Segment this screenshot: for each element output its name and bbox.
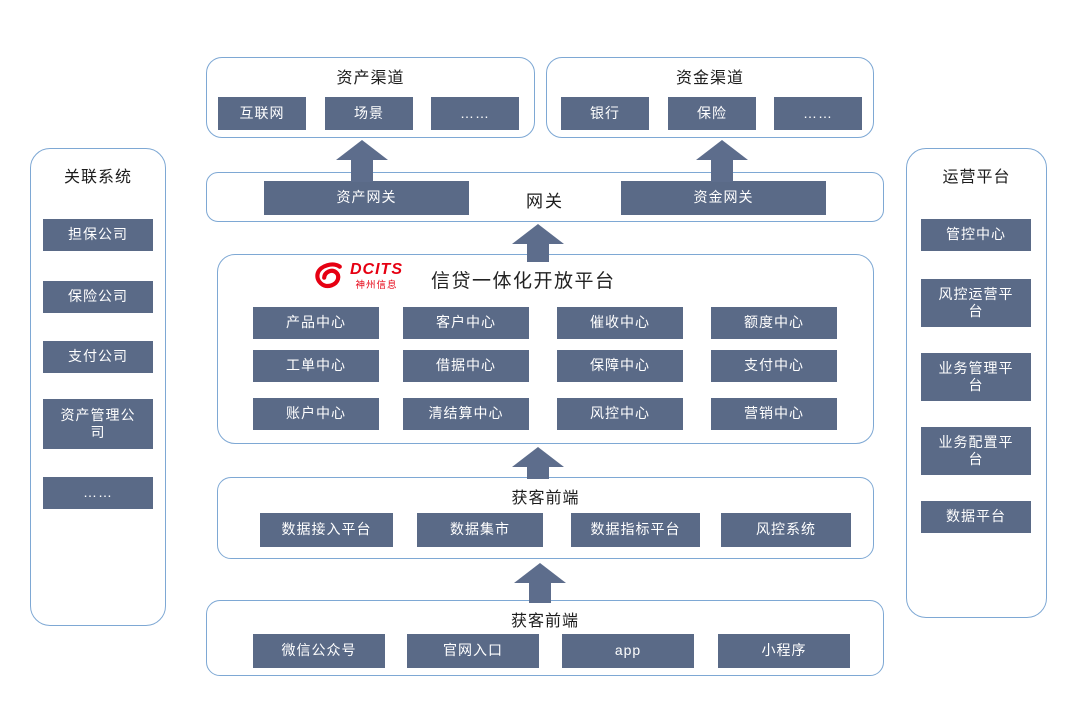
related-system-item: 资产管理公 司 bbox=[43, 399, 153, 449]
related-system-item: 保险公司 bbox=[43, 281, 153, 313]
front-layer-item: 微信公众号 bbox=[253, 634, 385, 668]
up-arrow-icon bbox=[514, 563, 566, 603]
center-box: 支付中心 bbox=[711, 350, 837, 382]
up-arrow-icon bbox=[336, 140, 388, 182]
front-layer-title: 获客前端 bbox=[510, 613, 579, 630]
data-layer-item: 数据接入平台 bbox=[260, 513, 393, 547]
fund-channel-item: 保险 bbox=[668, 97, 756, 130]
operation-platform-item: 业务配置平 台 bbox=[921, 427, 1031, 475]
fund-gateway-box: 资金网关 bbox=[621, 181, 826, 215]
asset-channel-item: 互联网 bbox=[218, 97, 306, 130]
platform-title: 信贷一体化开放平台 bbox=[431, 271, 616, 292]
center-box: 保障中心 bbox=[557, 350, 683, 382]
data-layer-item: 数据指标平台 bbox=[571, 513, 700, 547]
center-box: 工单中心 bbox=[253, 350, 379, 382]
center-box: 产品中心 bbox=[253, 307, 379, 339]
related-system-item: …… bbox=[43, 477, 153, 509]
gateway-label: 网关 bbox=[526, 192, 564, 211]
related-system-item: 担保公司 bbox=[43, 219, 153, 251]
dcits-logo: DCITS 神州信息 bbox=[314, 262, 403, 295]
front-layer-item: 小程序 bbox=[718, 634, 850, 668]
center-box: 客户中心 bbox=[403, 307, 529, 339]
operation-platform-item: 数据平台 bbox=[921, 501, 1031, 533]
center-box: 额度中心 bbox=[711, 307, 837, 339]
data-layer-item: 风控系统 bbox=[721, 513, 851, 547]
front-layer-panel: 获客前端 微信公众号 官网入口 app 小程序 bbox=[206, 600, 884, 676]
fund-channel-title: 资金渠道 bbox=[675, 70, 744, 87]
operation-platform-item: 业务管理平 台 bbox=[921, 353, 1031, 401]
up-arrow-icon bbox=[696, 140, 748, 182]
asset-gateway-box: 资产网关 bbox=[264, 181, 469, 215]
data-layer-title: 获客前端 bbox=[511, 490, 580, 507]
related-systems-panel: 关联系统 担保公司 保险公司 支付公司 资产管理公 司 …… bbox=[30, 148, 166, 626]
related-system-item: 支付公司 bbox=[43, 341, 153, 373]
related-systems-title: 关联系统 bbox=[63, 169, 132, 186]
operation-platform-title: 运营平台 bbox=[942, 169, 1011, 186]
center-box: 账户中心 bbox=[253, 398, 379, 430]
fund-channel-panel: 资金渠道 银行 保险 …… bbox=[546, 57, 874, 138]
asset-channel-title: 资产渠道 bbox=[336, 70, 405, 87]
center-box: 催收中心 bbox=[557, 307, 683, 339]
up-arrow-icon bbox=[512, 447, 564, 479]
up-arrow-icon bbox=[512, 224, 564, 262]
center-box: 风控中心 bbox=[557, 398, 683, 430]
front-layer-item: app bbox=[562, 634, 694, 668]
gateway-panel: 网关 资产网关 资金网关 bbox=[206, 172, 884, 222]
front-layer-item: 官网入口 bbox=[407, 634, 539, 668]
fund-channel-item: …… bbox=[774, 97, 862, 130]
platform-panel: DCITS 神州信息 信贷一体化开放平台 产品中心 客户中心 催收中心 额度中心… bbox=[217, 254, 874, 444]
data-layer-item: 数据集市 bbox=[417, 513, 543, 547]
operation-platform-item: 风控运营平 台 bbox=[921, 279, 1031, 327]
asset-channel-panel: 资产渠道 互联网 场景 …… bbox=[206, 57, 535, 138]
fund-channel-item: 银行 bbox=[561, 97, 649, 130]
data-layer-panel: 获客前端 数据接入平台 数据集市 数据指标平台 风控系统 bbox=[217, 477, 874, 559]
center-box: 营销中心 bbox=[711, 398, 837, 430]
center-box: 清结算中心 bbox=[403, 398, 529, 430]
dcits-company-text: 神州信息 bbox=[355, 280, 398, 291]
dcits-brand-text: DCITS bbox=[350, 261, 403, 278]
center-box: 借据中心 bbox=[403, 350, 529, 382]
asset-channel-item: …… bbox=[431, 97, 519, 130]
dcits-swirl-icon bbox=[311, 259, 349, 298]
asset-channel-item: 场景 bbox=[325, 97, 413, 130]
operation-platform-panel: 运营平台 管控中心 风控运营平 台 业务管理平 台 业务配置平 台 数据平台 bbox=[906, 148, 1047, 618]
operation-platform-item: 管控中心 bbox=[921, 219, 1031, 251]
